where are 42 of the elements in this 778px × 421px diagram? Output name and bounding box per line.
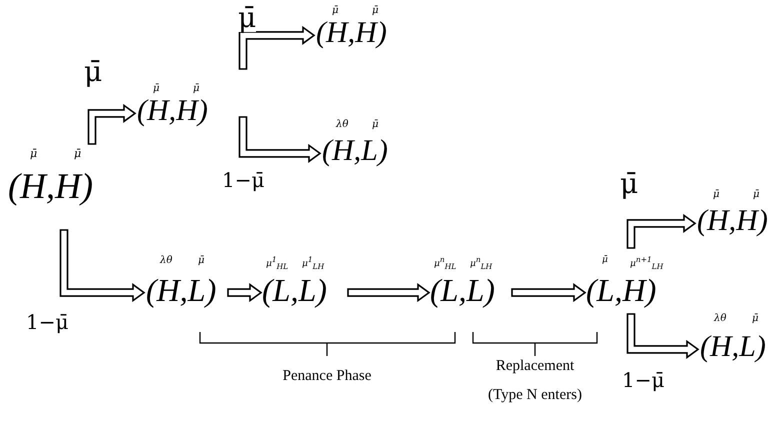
- state-pair: (L,H): [586, 274, 656, 306]
- hollow-arrow: [238, 26, 316, 70]
- rate-superscript: μ̄: [30, 148, 38, 159]
- rate-superscript: μ̄: [372, 120, 378, 130]
- rate-superscript: μ̄: [193, 84, 200, 94]
- state-pair: (H,L): [322, 136, 388, 166]
- hollow-arrow: [347, 283, 430, 302]
- rate-superscript: λθ: [714, 314, 726, 324]
- edge-label: 1−μ̄: [222, 170, 264, 190]
- rate-superscript: μ̄: [153, 84, 160, 94]
- hollow-arrow: [238, 116, 322, 163]
- rate-superscript: μ̄: [332, 6, 338, 16]
- phase-label: Replacement (Type N enters): [487, 357, 583, 404]
- rate-superscript: μ̄: [752, 314, 758, 324]
- rate-superscript: μ̄: [198, 256, 204, 266]
- rate-superscript: μ̄: [74, 148, 82, 159]
- hollow-arrow: [60, 229, 146, 302]
- edge-label: μ̄: [238, 4, 256, 32]
- edge-label: 1−μ̄: [622, 370, 664, 390]
- hollow-arrow: [626, 313, 700, 359]
- state-pair: (H,H): [697, 206, 768, 236]
- state-pair: (H,L): [700, 332, 766, 362]
- edge-label: 1−μ̄: [26, 312, 68, 332]
- hollow-arrow: [626, 214, 696, 249]
- state-pair: (H,H): [137, 96, 208, 126]
- state-pair: (H,H): [8, 168, 93, 204]
- rate-superscript: μ̄: [753, 190, 760, 200]
- hollow-arrow: [227, 283, 262, 302]
- hollow-arrow: [511, 283, 586, 302]
- rate-superscript: λθ: [336, 120, 348, 130]
- rate-superscript: μ̄: [372, 6, 378, 16]
- state-pair: (H,H): [316, 18, 387, 48]
- state-pair: (L,L): [430, 274, 495, 306]
- rate-superscript: μ̄: [713, 190, 720, 200]
- state-pair: (L,L): [262, 274, 327, 306]
- hollow-arrow: [88, 104, 136, 145]
- edge-label: μ̄: [620, 170, 638, 198]
- rate-superscript: λθ: [160, 256, 172, 266]
- state-pair: (H,L): [146, 274, 216, 306]
- edge-label: μ̄: [84, 58, 102, 86]
- rate-superscript: μ̄: [602, 256, 608, 265]
- phase-label: Penance Phase: [282, 367, 372, 386]
